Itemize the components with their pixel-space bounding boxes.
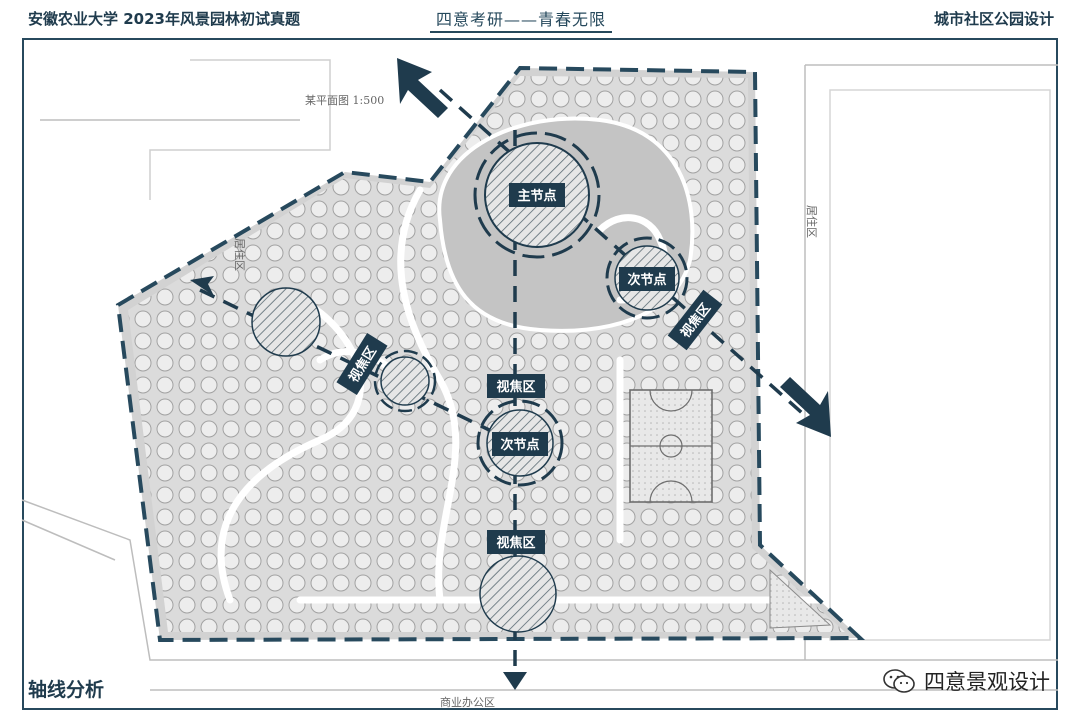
basketball-court xyxy=(629,389,713,503)
analysis-title: 轴线分析 xyxy=(28,679,105,701)
watermark: 四意景观设计 xyxy=(882,666,1050,696)
main-node-outer-ring xyxy=(473,131,601,259)
arrow-west-icon xyxy=(190,276,214,296)
header: 安徽农业大学 2023年风景园林初试真题 四意考研——青春无限 城市社区公园设计 xyxy=(0,0,1080,38)
label-secondary-node-2-text: 次节点 xyxy=(500,437,539,453)
arrow-southeast-icon xyxy=(780,377,831,437)
label-focus-area-south-text: 视焦区 xyxy=(496,535,535,551)
note-right-residential: 居住区 xyxy=(805,205,819,238)
wechat-icon xyxy=(883,669,915,693)
context-roads xyxy=(21,59,1058,691)
label-secondary-node-2: 次节点 xyxy=(492,432,548,456)
label-secondary-node-1: 次节点 xyxy=(619,267,675,291)
hand-notes: 某平面图 1:500 居住区 居住区 商业办公区 xyxy=(233,94,819,709)
note-left-residential: 居住区 xyxy=(233,238,247,271)
content-frame xyxy=(22,38,1058,710)
label-focus-area-south: 视焦区 xyxy=(487,530,545,554)
plaza-paving xyxy=(769,568,832,629)
secondary-axis-west xyxy=(199,288,511,442)
label-focus-area-center-text: 视焦区 xyxy=(496,379,535,395)
label-main-node-text: 主节点 xyxy=(517,188,556,204)
secondary-node-1-outer-ring xyxy=(605,236,689,320)
focus-area-west-circle xyxy=(251,287,321,357)
axis-arrows xyxy=(190,58,831,690)
focus-area-mid-outer-ring xyxy=(373,349,437,413)
header-right-title: 城市社区公园设计 xyxy=(933,10,1054,28)
arrow-south-icon xyxy=(503,672,527,690)
label-secondary-node-1-text: 次节点 xyxy=(627,272,666,288)
note-plan-scale: 某平面图 1:500 xyxy=(305,94,384,107)
label-focus-area-center: 视焦区 xyxy=(487,374,545,398)
arrow-northwest-icon xyxy=(397,58,448,118)
header-left-title: 安徽农业大学 2023年风景园林初试真题 xyxy=(28,10,300,28)
label-main-node: 主节点 xyxy=(509,183,565,207)
watermark-text: 四意景观设计 xyxy=(924,670,1050,694)
secondary-node-2-outer-ring xyxy=(476,399,564,487)
node-labels: 主节点 次节点 次节点 视焦区 视焦区 视焦区 xyxy=(336,183,723,554)
focus-area-mid-circle xyxy=(380,356,430,406)
focus-area-south-circle xyxy=(479,555,557,633)
header-center-title: 四意考研——青春无限 xyxy=(430,6,613,33)
note-bottom-commercial: 商业办公区 xyxy=(440,695,495,709)
